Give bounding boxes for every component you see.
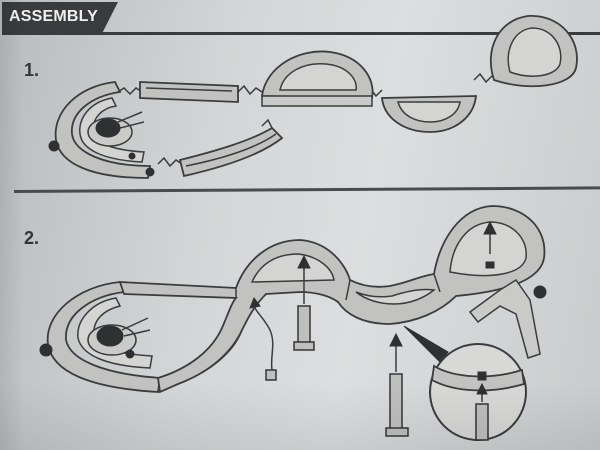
straight-track-piece <box>139 81 239 103</box>
launcher-assembled <box>39 281 162 393</box>
connector-cable <box>253 305 274 371</box>
track-stand <box>468 278 541 359</box>
detail-callout <box>403 325 527 441</box>
header-tab <box>2 2 118 34</box>
step-2-number: 2. <box>24 228 40 248</box>
connector-clip <box>157 156 183 168</box>
section-title: ASSEMBLY <box>9 8 99 25</box>
track-assembled <box>118 205 546 394</box>
support-post <box>389 373 403 431</box>
support-post <box>265 369 277 381</box>
step-1-diagram <box>48 15 578 179</box>
launcher-piece <box>48 81 155 179</box>
dip-piece <box>381 95 477 133</box>
arrow-icon <box>483 220 497 254</box>
step-2-diagram <box>39 205 547 441</box>
connector-clip <box>261 118 273 129</box>
header-rule <box>2 32 600 35</box>
curved-ramp-piece <box>178 126 284 178</box>
connector-clip <box>473 72 493 84</box>
support-post <box>297 305 311 345</box>
connector-clip <box>117 87 143 96</box>
arrow-icon <box>389 332 403 372</box>
step-1-number: 1. <box>24 60 40 80</box>
loop-piece <box>489 15 578 88</box>
connector-clip <box>237 84 263 96</box>
arrow-icon <box>297 254 311 304</box>
upper-loop-piece <box>260 50 374 107</box>
